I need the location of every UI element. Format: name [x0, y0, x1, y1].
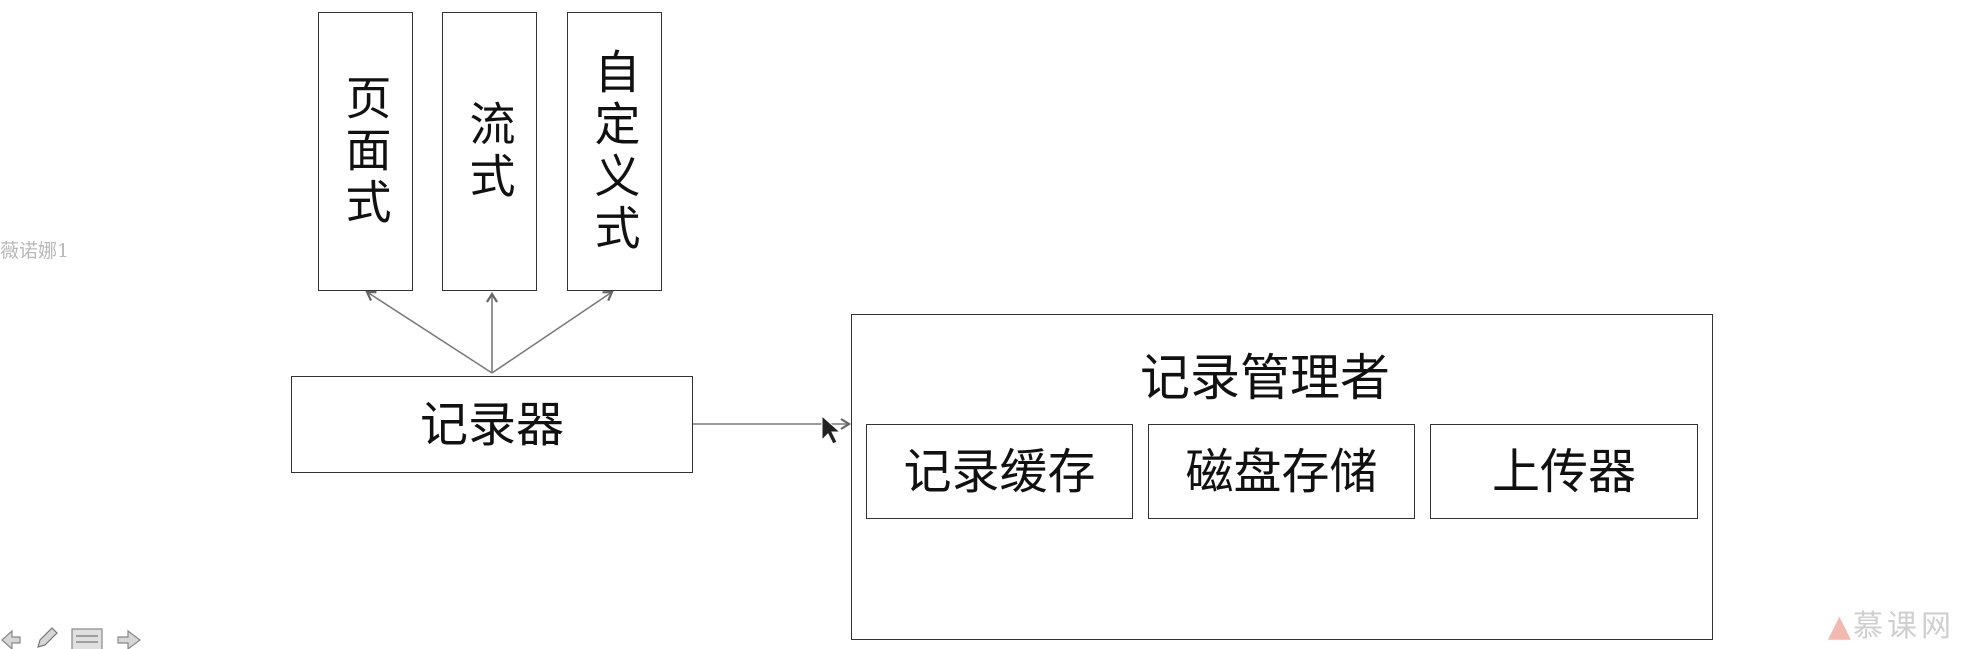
site-logo: ▲慕课网 — [1828, 601, 1955, 645]
component-label-uploader: 上传器 — [1491, 443, 1636, 500]
component-box-cache: 记录缓存 — [866, 424, 1133, 519]
format-label-stream: 流式 — [462, 99, 517, 204]
format-box-page: 页面式 — [318, 12, 413, 291]
recorder-label: 记录器 — [419, 396, 564, 453]
component-label-disk: 磁盘存储 — [1185, 443, 1378, 500]
presentation-toolbar — [0, 621, 142, 649]
recorder-box: 记录器 — [291, 376, 693, 473]
component-label-cache: 记录缓存 — [903, 443, 1096, 500]
flame-icon: ▲ — [1827, 609, 1851, 644]
format-box-custom: 自定义式 — [567, 12, 662, 291]
logo-text: 慕课网 — [1853, 609, 1955, 644]
watermark-left: 薇诺娜1 — [0, 240, 70, 262]
component-box-disk: 磁盘存储 — [1148, 424, 1415, 519]
pen-icon[interactable] — [34, 625, 58, 649]
arrow-to-custom — [491, 290, 614, 374]
menu-icon[interactable] — [70, 625, 104, 649]
component-box-uploader: 上传器 — [1430, 424, 1698, 519]
back-arrow-icon[interactable] — [0, 627, 22, 649]
format-box-stream: 流式 — [442, 12, 537, 291]
format-label-page: 页面式 — [338, 73, 393, 230]
format-label-custom: 自定义式 — [587, 47, 642, 256]
arrow-to-page — [365, 290, 493, 374]
forward-arrow-icon[interactable] — [116, 627, 142, 649]
manager-title: 记录管理者 — [1140, 349, 1390, 407]
mouse-cursor-icon — [821, 414, 842, 445]
